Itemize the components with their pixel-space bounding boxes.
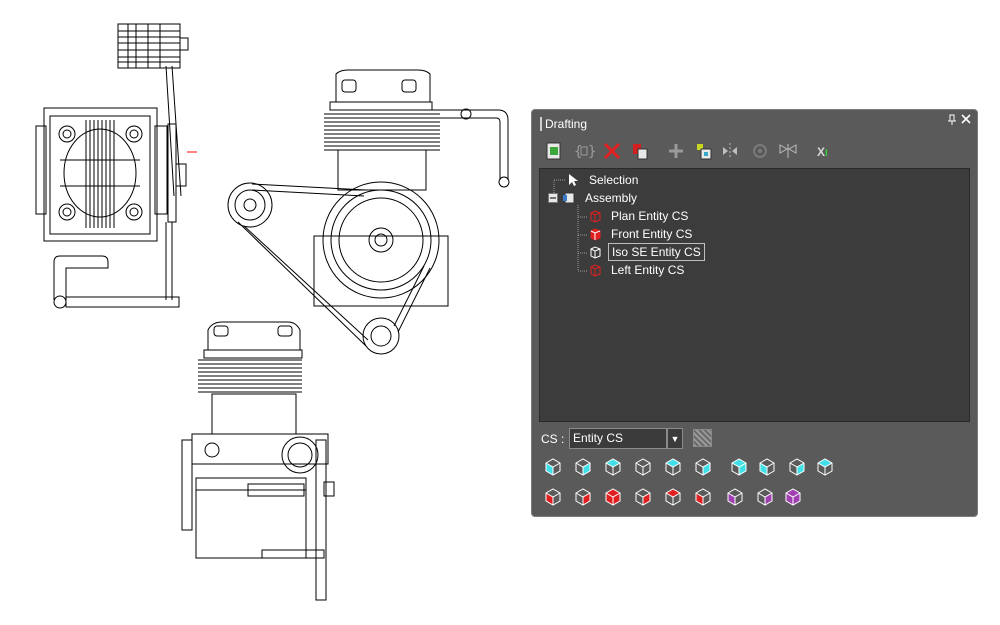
cyan-view-cube-icon[interactable] — [602, 456, 624, 478]
cyan-view-cube-icon[interactable] — [572, 456, 594, 478]
svg-text:{: { — [574, 144, 582, 160]
assembly-icon — [563, 192, 575, 204]
flag-icon[interactable] — [776, 139, 800, 163]
entity-tree[interactable]: Selection Assembly Plan Entity CS Front … — [539, 168, 970, 422]
tree-lines — [553, 179, 588, 272]
purple-view-cube-icon[interactable] — [754, 486, 776, 508]
svg-text:X: X — [817, 145, 825, 159]
cs-dropdown[interactable]: Entity CS — [569, 428, 667, 449]
entity-cs-icon — [590, 210, 601, 223]
tree-label-left-cs: Left Entity CS — [611, 263, 685, 277]
purple-view-cube-icon[interactable] — [724, 486, 746, 508]
plan-view-engine — [35, 107, 187, 309]
add-icon[interactable] — [664, 139, 688, 163]
cyan-view-cube-icon[interactable] — [662, 456, 684, 478]
entity-cs-icon — [590, 264, 601, 277]
paste-icon[interactable] — [628, 139, 652, 163]
entity-cs-icon — [590, 228, 601, 241]
red-view-cube-icon[interactable] — [662, 486, 684, 508]
settings-icon[interactable] — [748, 139, 772, 163]
svg-text:I: I — [825, 148, 828, 159]
side-view-engine — [181, 321, 335, 601]
mirror-icon[interactable] — [718, 139, 742, 163]
cyan-view-cube-icon[interactable] — [632, 456, 654, 478]
red-view-cube-icon[interactable] — [692, 486, 714, 508]
purple-view-cube-icon[interactable] — [782, 486, 804, 508]
plan-view-pulley — [117, 23, 189, 197]
cursor-icon — [569, 174, 578, 186]
drafting-panel: Drafting {} — [531, 109, 978, 517]
delete-icon[interactable] — [600, 139, 624, 163]
cyan-view-cube-icon[interactable] — [786, 456, 808, 478]
tree-label-front-cs: Front Entity CS — [611, 227, 693, 241]
new-view-icon[interactable] — [542, 139, 566, 163]
pin-icon[interactable] — [947, 114, 957, 129]
red-view-cube-icon[interactable] — [542, 486, 564, 508]
cyan-view-cube-icon[interactable] — [756, 456, 778, 478]
collapse-icon[interactable] — [548, 193, 558, 203]
folder-import-icon[interactable] — [692, 139, 716, 163]
tree-item-iso-se-cs[interactable]: Iso SE Entity CS — [588, 243, 705, 261]
variable-icon[interactable]: {} — [572, 139, 596, 163]
tree-item-front-cs[interactable]: Front Entity CS — [588, 225, 695, 243]
close-icon[interactable] — [961, 113, 971, 127]
tree-label-iso-se-cs: Iso SE Entity CS — [608, 243, 705, 261]
chevron-down-icon[interactable]: ▼ — [667, 428, 683, 449]
panel-title: Drafting — [540, 117, 587, 131]
cs-label: CS : — [541, 432, 565, 446]
cyan-view-cube-icon[interactable] — [692, 456, 714, 478]
tree-label-assembly: Assembly — [585, 191, 638, 205]
red-view-cube-icon[interactable] — [632, 486, 654, 508]
cyan-view-cube-icon[interactable] — [814, 456, 836, 478]
cyan-view-cube-icon[interactable] — [728, 456, 750, 478]
entity-cs-icon — [590, 246, 601, 259]
hatch-icon[interactable] — [693, 429, 712, 447]
svg-text:}: } — [588, 144, 595, 160]
tree-item-assembly[interactable]: Assembly — [548, 189, 640, 207]
tree-label-selection: Selection — [589, 173, 639, 187]
drafting-toolbar: {} XI — [542, 139, 862, 165]
cyan-view-cube-icon[interactable] — [542, 456, 564, 478]
tree-item-selection[interactable]: Selection — [566, 171, 641, 189]
tree-label-plan-cs: Plan Entity CS — [611, 209, 689, 223]
cs-selector-row: CS : Entity CS ▼ — [541, 428, 971, 452]
red-view-cube-icon[interactable] — [602, 486, 624, 508]
red-view-cube-icon[interactable] — [572, 486, 594, 508]
tree-item-left-cs[interactable]: Left Entity CS — [588, 261, 687, 279]
tree-item-plan-cs[interactable]: Plan Entity CS — [588, 207, 691, 225]
front-view-engine — [227, 69, 510, 355]
